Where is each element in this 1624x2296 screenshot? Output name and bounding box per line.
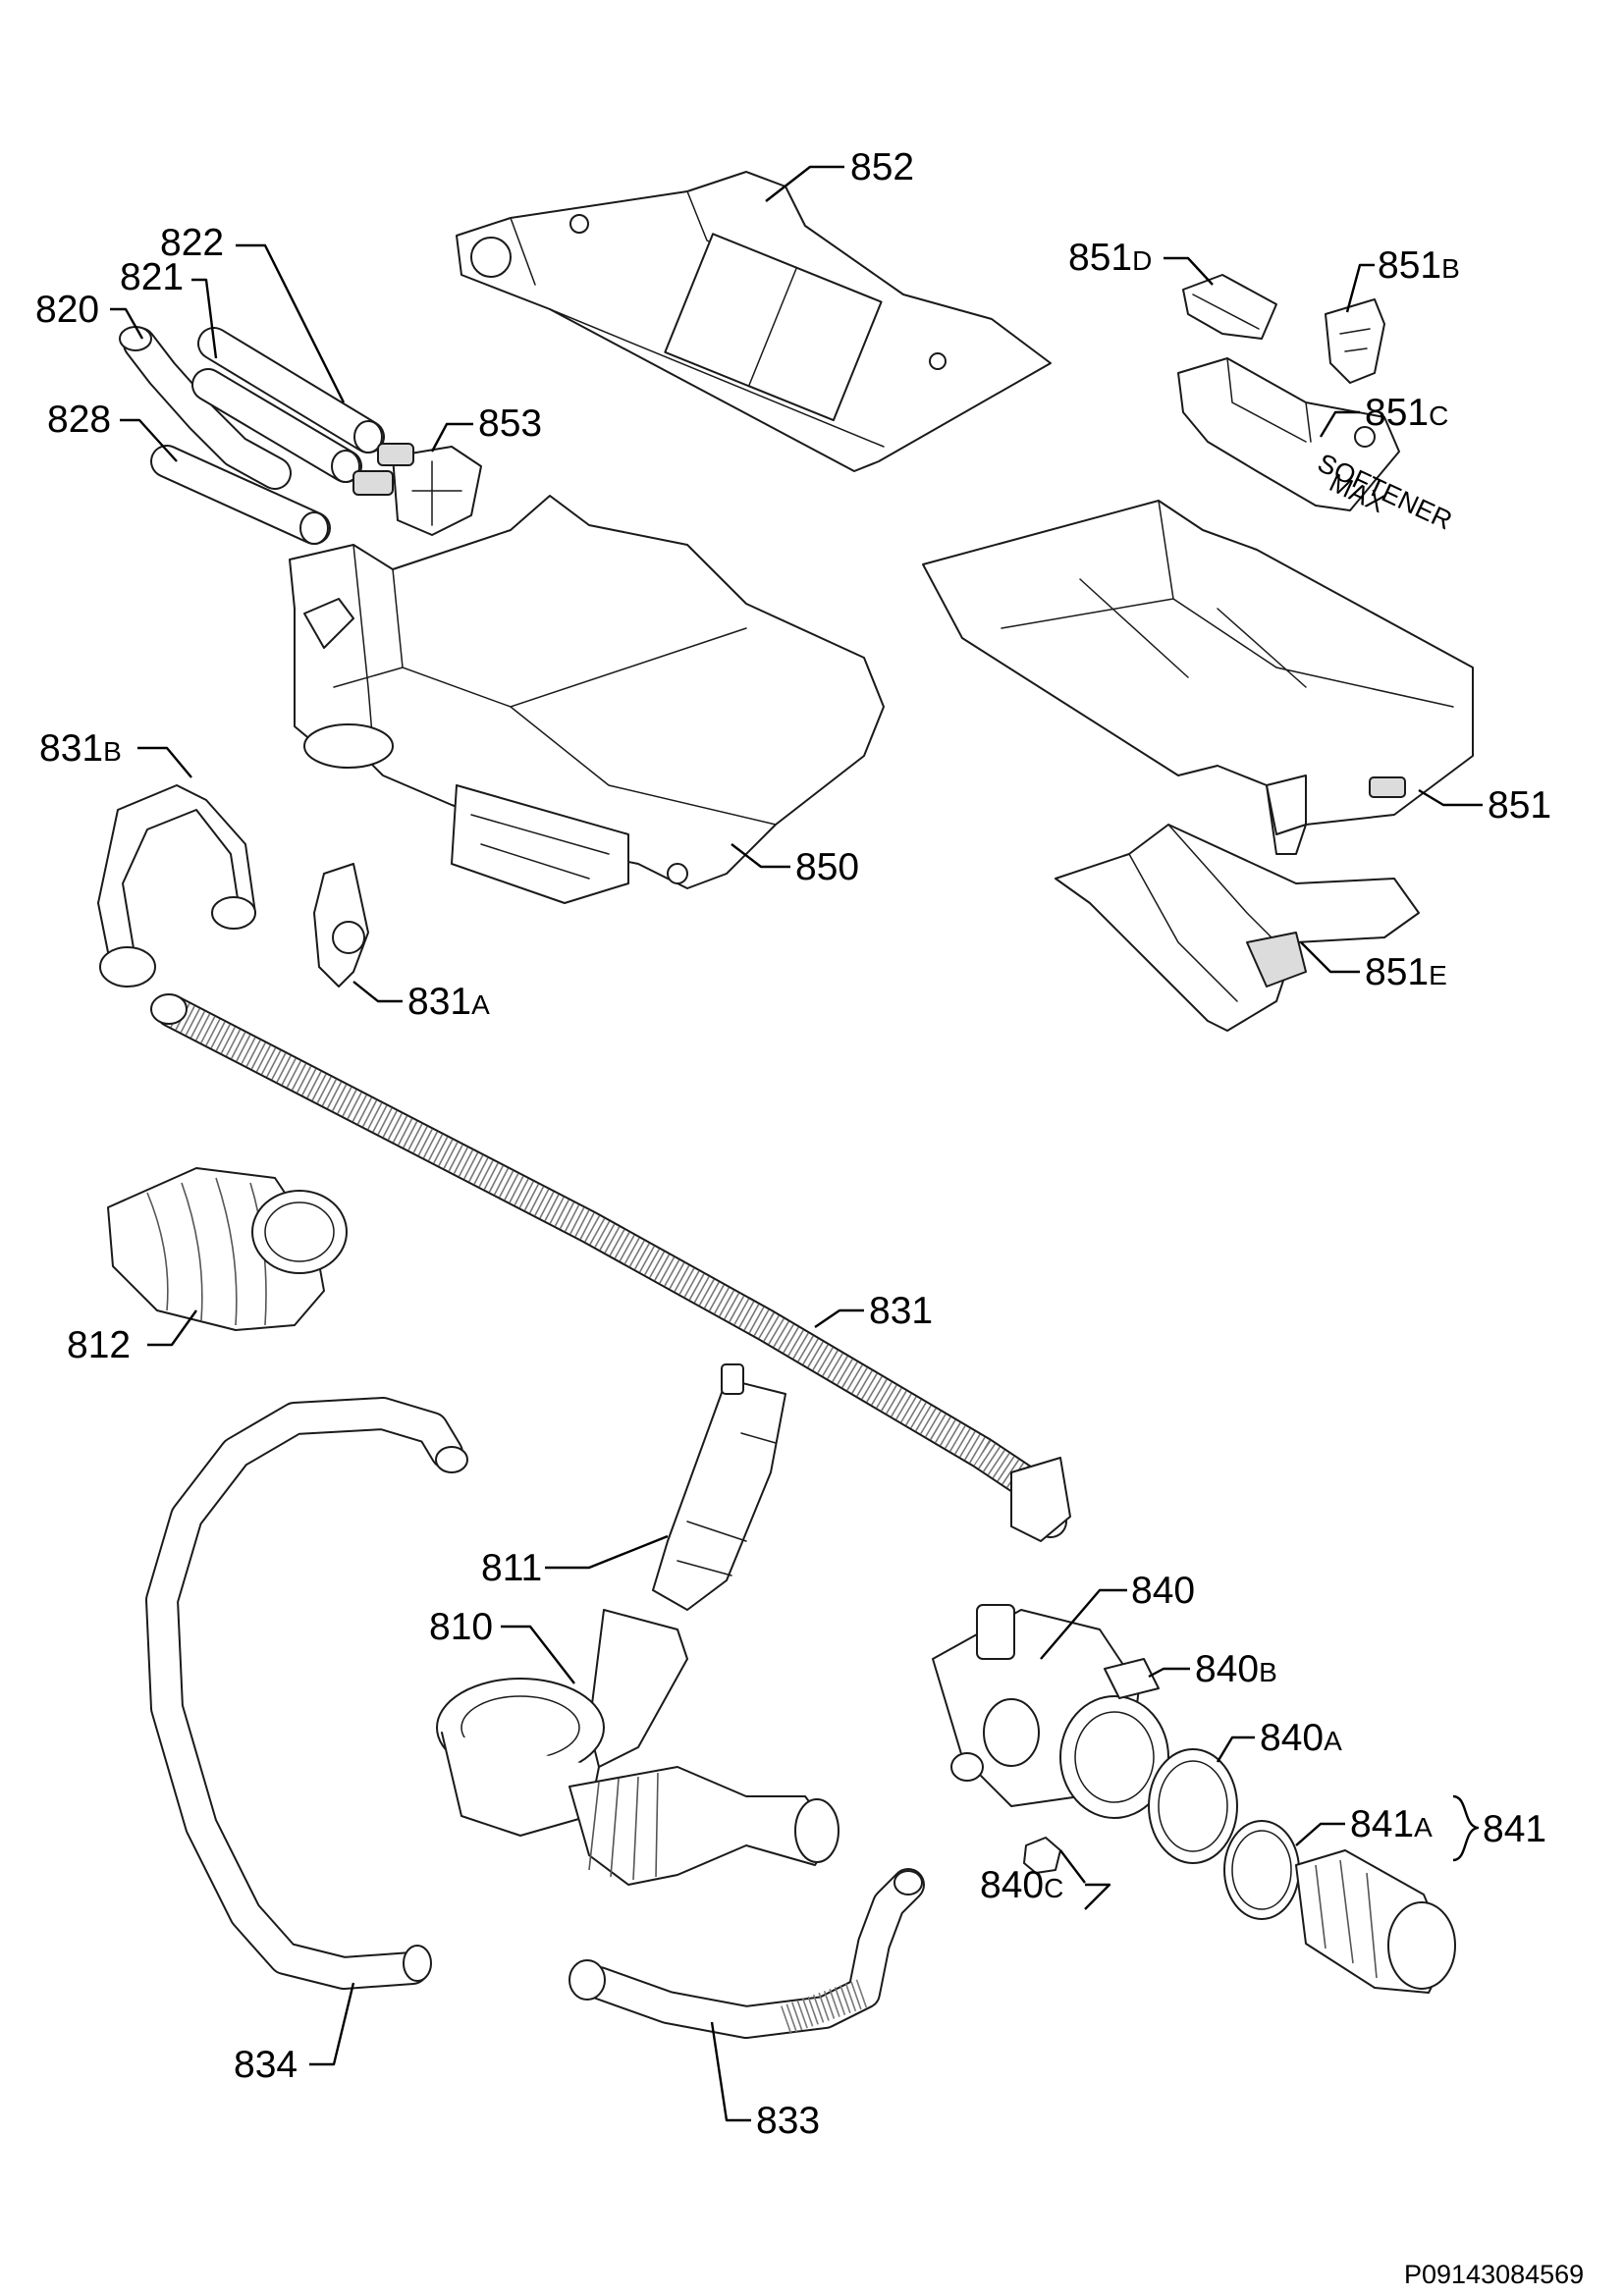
label-810: 810: [429, 1606, 493, 1648]
part-831b-hose-bracket: [97, 784, 256, 988]
part-821-inlet-hose: [191, 368, 362, 483]
part-834-hose: [145, 1397, 468, 1990]
part-851e-drawer-channel: [1055, 824, 1420, 1032]
label-812: 812: [67, 1324, 131, 1366]
document-reference-code: P09143084569: [1404, 2260, 1584, 2289]
part-811-pipe: [652, 1363, 786, 1611]
label-834: 834: [234, 2044, 298, 2086]
label-811: 811: [481, 1547, 542, 1589]
part-851c-softener-insert: SOFTENER MAX: [1177, 357, 1456, 536]
part-822-inlet-hose: [197, 327, 385, 454]
label-840a: 840A: [1260, 1717, 1342, 1759]
label-840: 840: [1131, 1570, 1195, 1612]
label-850: 850: [795, 846, 859, 888]
label-851b: 851B: [1378, 244, 1460, 287]
part-828-inlet-hose: [150, 445, 331, 545]
part-852-dispenser-top-cover: [456, 171, 1052, 472]
label-851e: 851E: [1365, 951, 1447, 993]
part-853-inlet-valve: [352, 443, 482, 536]
label-841: 841: [1483, 1808, 1546, 1850]
leader-lines: [110, 165, 1483, 2122]
label-840b: 840B: [1195, 1648, 1277, 1690]
part-851b-clip: [1325, 298, 1385, 384]
label-828: 828: [47, 399, 111, 441]
label-851d: 851D: [1068, 237, 1152, 279]
part-812-bellows-hose: [107, 1167, 348, 1331]
label-831b: 831B: [39, 727, 122, 770]
label-851: 851: [1488, 784, 1551, 827]
part-833-hose: [568, 1868, 925, 2039]
part-831a-clamp: [313, 863, 369, 988]
part-840c-nut: [1023, 1837, 1061, 1874]
part-820-inlet-hose: [119, 326, 292, 490]
part-841-pump-filter: [1295, 1849, 1456, 1994]
label-852: 852: [850, 146, 914, 188]
part-810-sump-hose: [436, 1609, 839, 1886]
label-833: 833: [756, 2100, 820, 2142]
label-853: 853: [478, 402, 542, 445]
part-850-dispenser-housing: [289, 495, 885, 904]
callout-labels: 822 821 820 828 852 853 851D 851B 851C 8…: [35, 146, 1551, 2142]
label-841a: 841A: [1350, 1803, 1433, 1845]
part-851d-cap: [1182, 274, 1277, 340]
label-821: 821: [120, 256, 184, 298]
label-831: 831: [869, 1290, 933, 1332]
label-820: 820: [35, 289, 99, 331]
part-851-detergent-drawer: [922, 500, 1474, 855]
label-822: 822: [160, 222, 224, 264]
label-851c: 851C: [1365, 392, 1448, 434]
part-840b-filter-cap: [1104, 1658, 1160, 1699]
label-831a: 831A: [407, 981, 490, 1023]
part-840-pump-housing: [932, 1604, 1169, 1819]
part-840a-seal-ring: [1148, 1748, 1238, 1864]
part-841a-o-ring: [1223, 1820, 1300, 1920]
label-840c: 840C: [980, 1864, 1063, 1906]
part-831-drain-hose: [150, 993, 1071, 1542]
